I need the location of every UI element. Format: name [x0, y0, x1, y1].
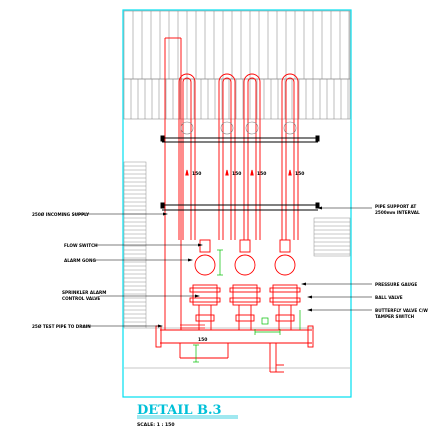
alarm-gong-body	[274, 254, 296, 276]
flow-switch-body	[279, 239, 291, 253]
valve-assembly	[269, 239, 301, 330]
flow-switch-body	[239, 239, 251, 253]
label-flow-switch: FLOW SWITCH	[64, 243, 98, 248]
valve-flange	[189, 297, 221, 303]
riser-pipe	[218, 73, 236, 240]
valve-flange	[269, 287, 301, 293]
valve-flange	[229, 287, 261, 293]
alarm-gong-body	[234, 254, 256, 276]
riser-pipe	[243, 73, 261, 240]
label-support-interval: 2500mm INTERVAL	[375, 210, 420, 215]
wall-panel-middle	[123, 78, 351, 120]
riser-pipe	[281, 73, 299, 240]
label-ball-valve: BALL VALVE	[375, 295, 403, 300]
incoming-supply-pipe	[164, 37, 182, 330]
dimension-markers	[193, 249, 301, 363]
valve-assembly	[189, 239, 221, 330]
label-alarm-gong: ALARM GONG	[64, 258, 97, 263]
label-pipe-support: PIPE SUPPORT AT	[375, 204, 416, 209]
test-drain-pipe	[180, 324, 205, 329]
alarm-valve-body	[272, 284, 298, 306]
riser-inner	[222, 77, 232, 240]
riser-outer	[281, 73, 299, 240]
butterfly-valve	[275, 314, 295, 322]
scale-label: SCALE: 1 : 150	[137, 422, 175, 428]
pipe-size-label: 150	[192, 171, 201, 177]
label-incoming-supply: 250Ø INCOMING SUPPLY	[32, 212, 90, 217]
bottom-header-pipe	[155, 325, 314, 373]
pipe-clamp	[245, 121, 259, 135]
flow-switch-body	[199, 239, 211, 253]
pipe-size-label: 150	[232, 171, 241, 177]
label-pressure-gauge: PRESSURE GAUGE	[375, 282, 417, 287]
valve-assembly	[229, 239, 261, 330]
pipe-clamp	[180, 121, 194, 135]
butterfly-valve	[235, 314, 255, 322]
left-hatch-panel	[123, 161, 147, 329]
right-annotations: PIPE SUPPORT AT 2500mm INTERVAL PRESSURE…	[301, 204, 428, 319]
alarm-valve-body	[192, 284, 218, 306]
left-annotations: 250Ø INCOMING SUPPLY FLOW SWITCH ALARM G…	[32, 212, 203, 329]
label-butterfly-valve: BUTTERFLY VALVE C/W	[375, 308, 428, 313]
pipe-support-lower	[160, 202, 320, 211]
wall-panel-top	[123, 10, 351, 80]
riser-outer	[243, 73, 261, 240]
right-hatch-panel	[313, 217, 351, 257]
flow-arrow	[185, 169, 189, 176]
riser-inner	[285, 77, 295, 240]
pipe-clamp	[283, 121, 297, 135]
riser-inner	[247, 77, 257, 240]
pipe-clamp	[220, 121, 234, 135]
label-control-valve: CONTROL VALVE	[62, 296, 100, 301]
pipe-size-label: 150	[295, 171, 304, 177]
pipe-size-label: 150	[257, 171, 266, 177]
label-test-pipe: 25Ø TEST PIPE TO DRAIN	[32, 324, 91, 329]
alarm-gong-body	[194, 254, 216, 276]
riser-pipe	[178, 73, 196, 240]
butterfly-valve	[195, 314, 215, 322]
riser-outer	[178, 73, 196, 240]
flow-arrow	[250, 169, 254, 176]
label-sprinkler-alarm: SPRINKLER ALARM	[62, 290, 106, 295]
alarm-valve-body	[232, 284, 258, 306]
detail-title: DETAIL B.3	[137, 403, 222, 418]
bottom-dimension-label: 150	[198, 337, 207, 343]
label-tamper-switch: TAMPER SWITCH	[375, 314, 415, 319]
pipe-support-upper	[160, 135, 320, 143]
riser-inner	[182, 77, 192, 240]
valve-flange	[269, 297, 301, 303]
flow-arrow	[288, 169, 292, 176]
valve-flange	[189, 287, 221, 293]
riser-outer	[218, 73, 236, 240]
valve-flange	[229, 297, 261, 303]
drawing-frame	[122, 9, 352, 398]
flow-arrow	[225, 169, 229, 176]
